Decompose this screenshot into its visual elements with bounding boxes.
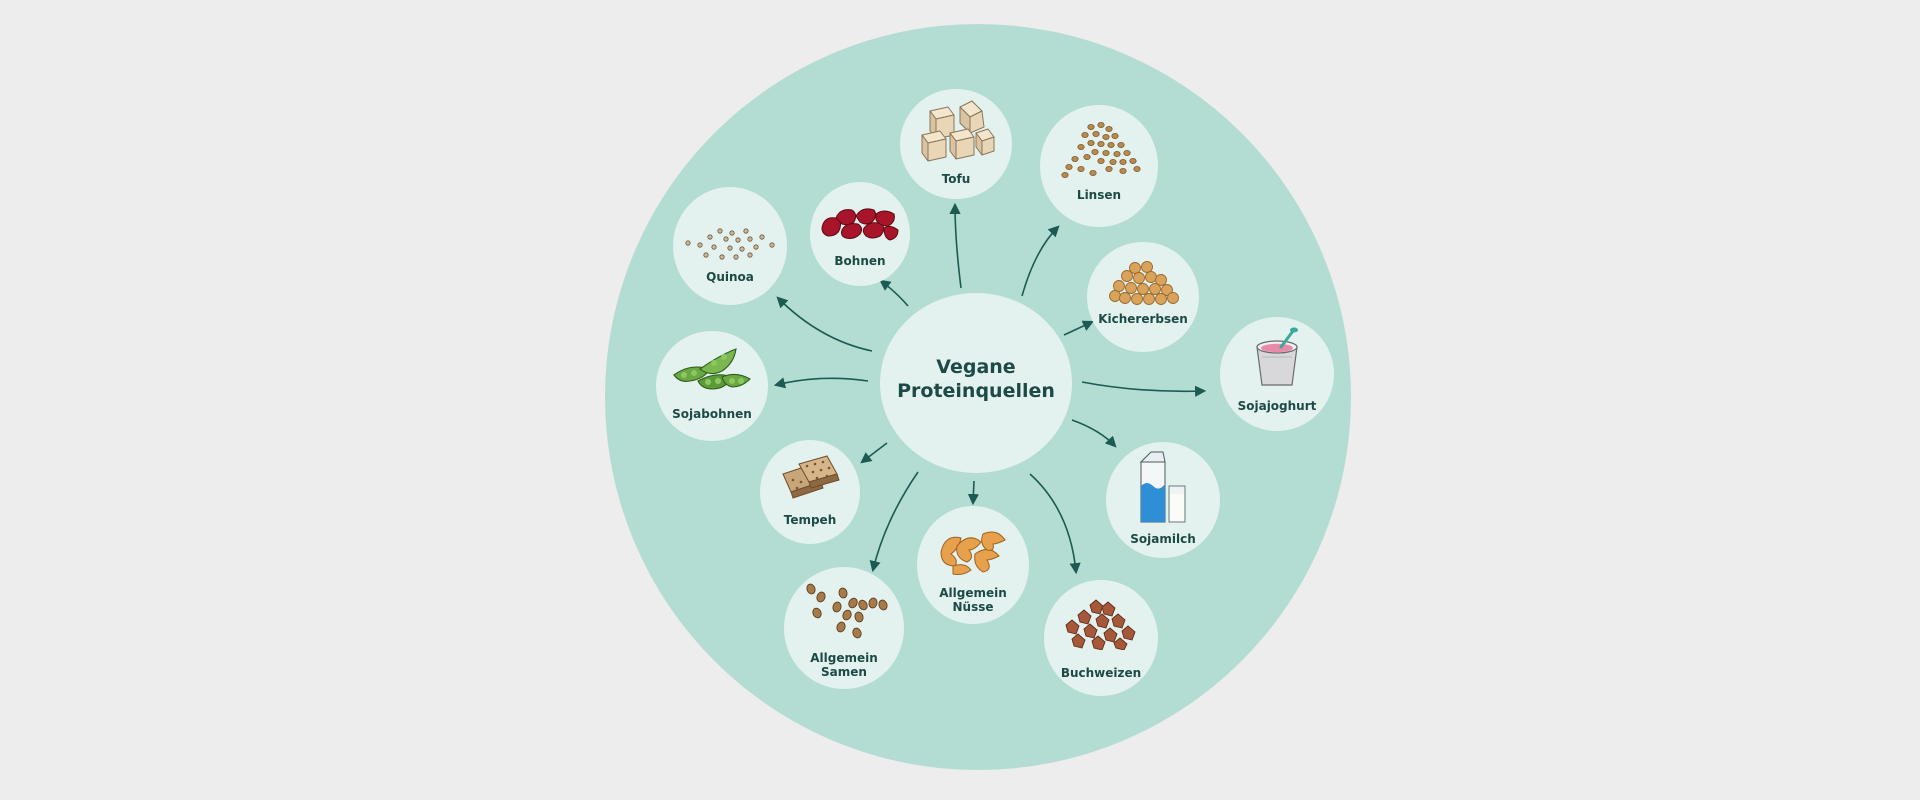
node-tofu: Tofu: [900, 89, 1012, 199]
arrow-to-buchweizen: [1029, 473, 1081, 575]
node-label: Bohnen: [834, 254, 886, 268]
chickpeas-icon: [1109, 261, 1179, 305]
arrow-to-sojabohnen: [773, 377, 869, 389]
node-label: Allgemein Nüsse: [939, 586, 1007, 614]
node-label: Tempeh: [783, 513, 837, 527]
kidney-beans-icon: [821, 208, 899, 241]
arrow-to-samen: [869, 471, 919, 573]
center-title-line1: Vegane: [936, 356, 1016, 378]
center-title-line2: Proteinquellen: [897, 380, 1055, 402]
node-label: Buchweizen: [1060, 666, 1142, 680]
soybean-pods-icon: [673, 348, 751, 390]
node-label: Kichererbsen: [1098, 312, 1188, 326]
node-buchweizen: Buchweizen: [1044, 580, 1158, 696]
soy-milk-carton-icon: [1139, 451, 1186, 523]
node-quinoa: Quinoa: [673, 187, 787, 305]
soy-yogurt-cup-icon: [1256, 327, 1298, 386]
arrow-to-quinoa: [776, 296, 873, 352]
lentils-icon: [1061, 122, 1141, 179]
node-allgemein-nuesse: Allgemein Nüsse: [917, 506, 1029, 624]
buckwheat-icon: [1065, 599, 1136, 650]
node-sojajoghurt: Sojajoghurt: [1220, 317, 1334, 431]
node-label: Sojajoghurt: [1237, 399, 1317, 413]
tofu-cubes-icon: [921, 100, 995, 162]
quinoa-icon: [685, 228, 775, 260]
node-linsen: Linsen: [1040, 105, 1158, 227]
node-tempeh: Tempeh: [760, 440, 860, 544]
arrow-to-tempeh: [860, 442, 888, 464]
arrow-to-tofu: [949, 202, 962, 289]
arrow-to-sojajoghurt: [1081, 381, 1207, 397]
tempeh-icon: [782, 455, 840, 499]
center-node: Vegane Proteinquellen: [880, 293, 1072, 473]
center-title: Vegane Proteinquellen: [880, 355, 1072, 403]
arrow-to-sojamilch: [1071, 419, 1117, 448]
node-label: Quinoa: [706, 270, 754, 284]
node-sojamilch: Sojamilch: [1106, 442, 1220, 558]
node-bohnen: Bohnen: [810, 182, 910, 286]
arrow-to-linsen: [1021, 225, 1060, 297]
node-label: Sojabohnen: [672, 407, 752, 421]
node-allgemein-samen: Allgemein Samen: [784, 567, 904, 689]
node-label: Linsen: [1076, 188, 1122, 202]
node-label: Sojamilch: [1130, 532, 1196, 546]
nuts-icon: [940, 531, 1006, 575]
node-sojabohnen: Sojabohnen: [656, 331, 768, 441]
node-label: Allgemein Samen: [810, 651, 878, 679]
node-label: Tofu: [941, 172, 971, 186]
seeds-icon: [806, 583, 888, 639]
arrow-to-kichererbsen: [1063, 320, 1095, 336]
arrow-to-nuesse: [967, 480, 980, 506]
node-kichererbsen: Kichererbsen: [1087, 242, 1199, 352]
arrow-to-bohnen: [879, 279, 909, 307]
